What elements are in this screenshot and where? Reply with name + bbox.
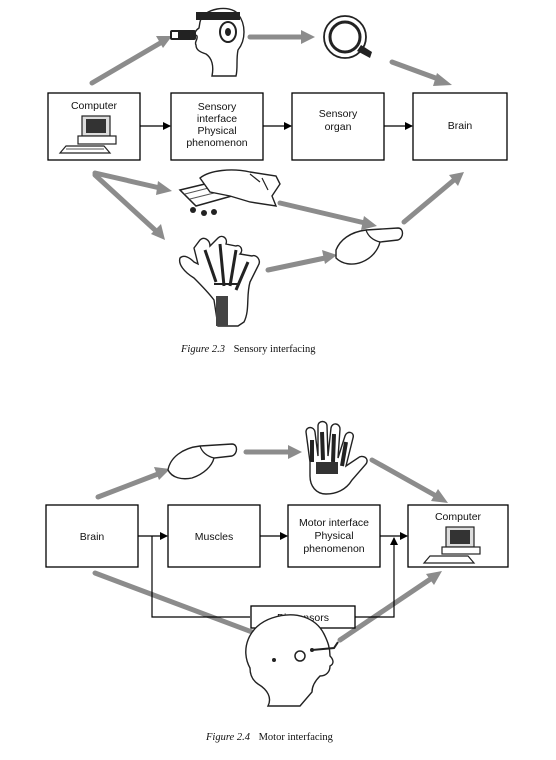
figure-2-4: Brain Muscles Motor interface Physical p… bbox=[45, 420, 509, 743]
brain-label-fig2: Brain bbox=[80, 531, 105, 543]
sensory-interface-box: Sensory interface Physical phenomenon bbox=[170, 92, 264, 161]
sensory-interface-label-3: Physical bbox=[197, 125, 236, 137]
brain-box-fig1: Brain bbox=[412, 92, 508, 161]
gray-arrow bbox=[369, 457, 441, 500]
muscles-box: Muscles bbox=[167, 504, 261, 568]
gray-arrow-head bbox=[449, 172, 464, 186]
computer-box: Computer bbox=[47, 92, 141, 161]
computer-label: Computer bbox=[71, 100, 118, 112]
computer-label-fig2: Computer bbox=[435, 511, 482, 523]
caption-number-fig2: Figure 2.4 bbox=[205, 732, 251, 743]
hand-icon bbox=[335, 227, 404, 265]
gray-flow-arrows-top bbox=[89, 30, 464, 273]
gray-arrow bbox=[92, 570, 263, 638]
gray-arrow-head bbox=[151, 224, 165, 240]
brain-box-fig2: Brain bbox=[45, 504, 139, 568]
connectors-fig2 bbox=[138, 532, 408, 618]
motor-interface-label-3: phenomenon bbox=[303, 543, 364, 555]
gray-arrow bbox=[92, 170, 163, 191]
caption-text-fig2: Motor interfacing bbox=[259, 732, 334, 743]
gray-arrow bbox=[401, 177, 457, 225]
motor-interface-box: Motor interface Physical phenomenon bbox=[287, 504, 381, 568]
sensory-organ-box: Sensory organ bbox=[291, 92, 385, 161]
gray-arrow-head bbox=[154, 467, 170, 480]
gray-arrow-head bbox=[431, 489, 448, 503]
gray-arrow bbox=[265, 255, 328, 273]
eye-icon bbox=[323, 15, 372, 59]
brain-label-fig1: Brain bbox=[448, 120, 473, 132]
muscles-label: Muscles bbox=[195, 531, 234, 543]
gray-arrow bbox=[95, 471, 161, 500]
computer-icon bbox=[422, 526, 481, 564]
head-with-electrodes-icon bbox=[245, 614, 339, 707]
motor-interface-label-1: Motor interface bbox=[299, 517, 369, 529]
head-with-display-icon bbox=[170, 7, 245, 77]
data-glove-icon bbox=[178, 235, 261, 327]
gray-arrow bbox=[277, 200, 368, 226]
sensory-interface-label-4: phenomenon bbox=[186, 137, 247, 149]
hand-icon bbox=[167, 443, 238, 480]
gray-arrow-head bbox=[433, 73, 452, 86]
gray-arrow bbox=[337, 575, 435, 643]
gray-arrow bbox=[389, 59, 444, 83]
sensory-interface-label-2: interface bbox=[197, 113, 237, 125]
gray-arrow-head bbox=[288, 445, 302, 459]
caption-number-fig1: Figure 2.3 bbox=[180, 344, 225, 355]
caption-text-fig1: Sensory interfacing bbox=[234, 344, 317, 355]
figure-caption-fig1: Figure 2.3 Sensory interfacing bbox=[180, 344, 316, 355]
gray-arrow-head bbox=[301, 30, 315, 44]
computer-box-fig2: Computer bbox=[407, 504, 509, 568]
data-glove-icon bbox=[305, 420, 368, 495]
computer-icon bbox=[58, 115, 117, 154]
gray-arrow-head bbox=[322, 250, 337, 264]
gray-arrow-head bbox=[426, 571, 442, 585]
gray-arrow bbox=[89, 39, 165, 86]
gray-flow-arrows-bottom bbox=[92, 445, 448, 643]
sensory-organ-label-2: organ bbox=[325, 121, 352, 133]
connector bbox=[151, 536, 250, 618]
gray-arrow-head bbox=[361, 216, 377, 230]
sensory-interface-label-1: Sensory bbox=[198, 101, 237, 113]
sensory-organ-label-1: Sensory bbox=[319, 108, 358, 120]
connector bbox=[355, 537, 398, 618]
gray-arrow bbox=[92, 172, 158, 233]
gray-arrow-head bbox=[156, 36, 172, 48]
figure-caption-fig2: Figure 2.4 Motor interfacing bbox=[205, 732, 334, 743]
keyboard-hand-icon bbox=[178, 169, 281, 216]
motor-interface-label-2: Physical bbox=[314, 530, 353, 542]
figure-2-3: Computer Sensory interface Physical phen… bbox=[47, 7, 508, 355]
gray-arrow-head bbox=[156, 181, 172, 195]
